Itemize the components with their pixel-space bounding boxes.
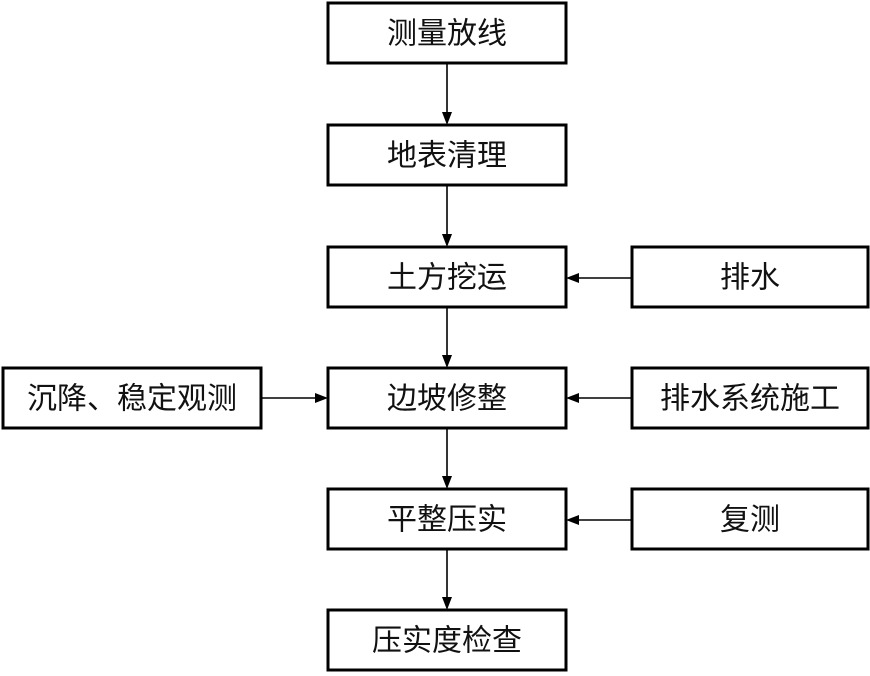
arrow-slope-to-leveling [442, 428, 452, 489]
input-drainage-system: 排水系统施工 [630, 366, 870, 430]
arrow-clearing-to-excavation [442, 185, 452, 247]
step-surface-clearing-label: 地表清理 [387, 139, 507, 174]
step-survey-layout: 测量放线 [326, 1, 568, 65]
input-settlement-monitoring-label: 沉降、稳定观测 [27, 382, 237, 417]
arrow-monitoring-to-slope [261, 393, 328, 403]
step-leveling-compaction-label: 平整压实 [387, 503, 507, 538]
arrow-drainage-system-to-slope [566, 393, 632, 403]
input-settlement-monitoring: 沉降、稳定观测 [1, 366, 263, 430]
arrow-resurvey-to-leveling [566, 515, 632, 525]
step-earth-excavation-label: 土方挖运 [387, 261, 507, 296]
step-survey-layout-label: 测量放线 [387, 17, 507, 52]
input-drainage: 排水 [630, 245, 870, 309]
input-resurvey: 复测 [630, 487, 870, 551]
step-surface-clearing: 地表清理 [326, 123, 568, 187]
input-resurvey-label: 复测 [720, 503, 780, 538]
arrow-excavation-to-slope [442, 307, 452, 368]
step-slope-trimming: 边坡修整 [326, 366, 568, 430]
step-compaction-inspection-label: 压实度检查 [372, 624, 522, 659]
step-earth-excavation: 土方挖运 [326, 245, 568, 309]
step-slope-trimming-label: 边坡修整 [387, 382, 507, 417]
arrow-leveling-to-inspection [442, 549, 452, 610]
arrow-drainage-to-excavation [566, 273, 632, 283]
step-leveling-compaction: 平整压实 [326, 487, 568, 551]
arrow-survey-to-clearing [442, 63, 452, 125]
step-compaction-inspection: 压实度检查 [326, 608, 568, 672]
input-drainage-system-label: 排水系统施工 [660, 382, 840, 417]
input-drainage-label: 排水 [720, 261, 780, 296]
